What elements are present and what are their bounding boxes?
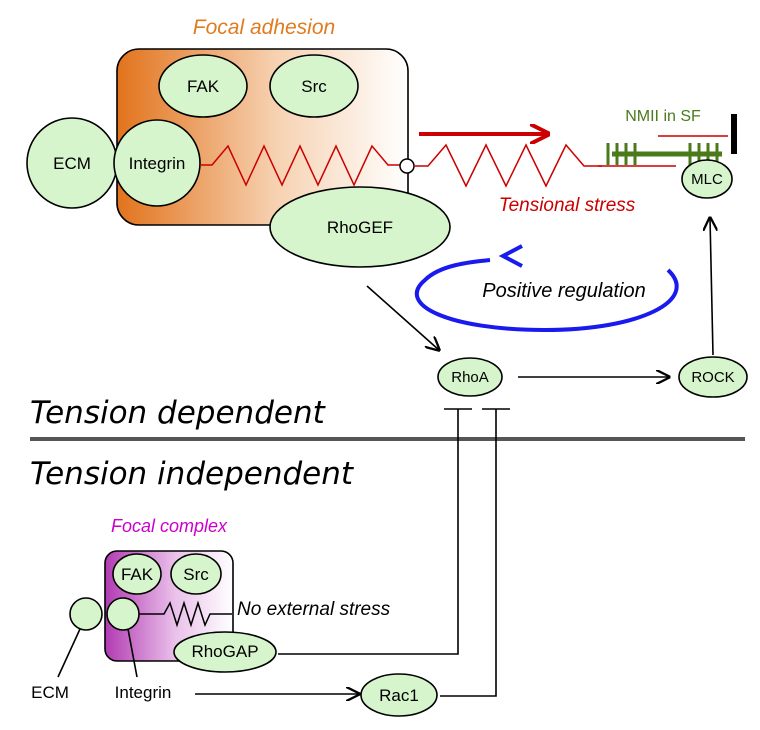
rhogap-label: RhoGAP xyxy=(191,642,258,661)
rhogef-node: RhoGEF xyxy=(269,186,451,268)
src-node: Src xyxy=(269,54,359,118)
fc-spring xyxy=(139,600,232,628)
fc-integrin-label: Integrin xyxy=(115,683,172,702)
positive-regulation-label: Positive regulation xyxy=(482,280,645,302)
rock-label: ROCK xyxy=(691,369,734,386)
spring-stress-fiber xyxy=(414,143,602,188)
ecm-label: ECM xyxy=(53,154,91,173)
src-label: Src xyxy=(301,77,327,96)
rock-node: ROCK xyxy=(678,356,748,398)
rac1-inhibits-rhoa xyxy=(440,408,510,697)
integrin-pointer xyxy=(127,628,138,678)
fc-fak-label: FAK xyxy=(121,565,154,584)
fak-node: FAK xyxy=(158,54,248,118)
fak-label: FAK xyxy=(187,77,220,96)
rhogef-label: RhoGEF xyxy=(327,218,393,237)
integrin-label: Integrin xyxy=(129,154,186,173)
rock-to-mlc-arrow xyxy=(710,218,713,356)
mlc-node: MLC xyxy=(681,159,733,199)
positive-regulation-arrowhead xyxy=(498,244,523,268)
positive-regulation-loop xyxy=(414,258,679,333)
rhoa-label: RhoA xyxy=(451,369,489,386)
tension-independent-label: Tension independent xyxy=(30,456,355,492)
fc-src-node: Src xyxy=(170,553,222,595)
rhogap-inhibits-rhoa xyxy=(278,408,472,655)
fc-ecm-node xyxy=(69,597,103,631)
focal-complex-title: Focal complex xyxy=(111,516,228,536)
ecm-pointer xyxy=(57,628,81,678)
rhogef-to-rhoa-arrow xyxy=(366,285,439,350)
mlc-label: MLC xyxy=(691,171,723,188)
no-external-stress-label: No external stress xyxy=(237,599,391,620)
fc-integrin-node xyxy=(106,597,140,631)
anchor-wall xyxy=(731,114,737,154)
fc-ecm-label: ECM xyxy=(31,683,69,702)
integrin-node: Integrin xyxy=(113,119,201,207)
fc-src-label: Src xyxy=(183,565,209,584)
junction-node xyxy=(399,158,415,174)
rac1-node: Rac1 xyxy=(360,673,438,717)
nmii-label: NMII in SF xyxy=(625,108,701,125)
ecm-node: ECM xyxy=(26,117,118,209)
focal-adhesion-title: Focal adhesion xyxy=(193,16,335,39)
fc-fak-node: FAK xyxy=(112,553,162,595)
tension-dependent-label: Tension dependent xyxy=(30,395,327,431)
spring-focal-adhesion xyxy=(200,144,400,187)
rhogap-node: RhoGAP xyxy=(173,631,277,673)
rac1-label: Rac1 xyxy=(379,686,419,705)
rhoa-node: RhoA xyxy=(437,357,503,397)
tensional-stress-label: Tensional stress xyxy=(499,195,636,216)
